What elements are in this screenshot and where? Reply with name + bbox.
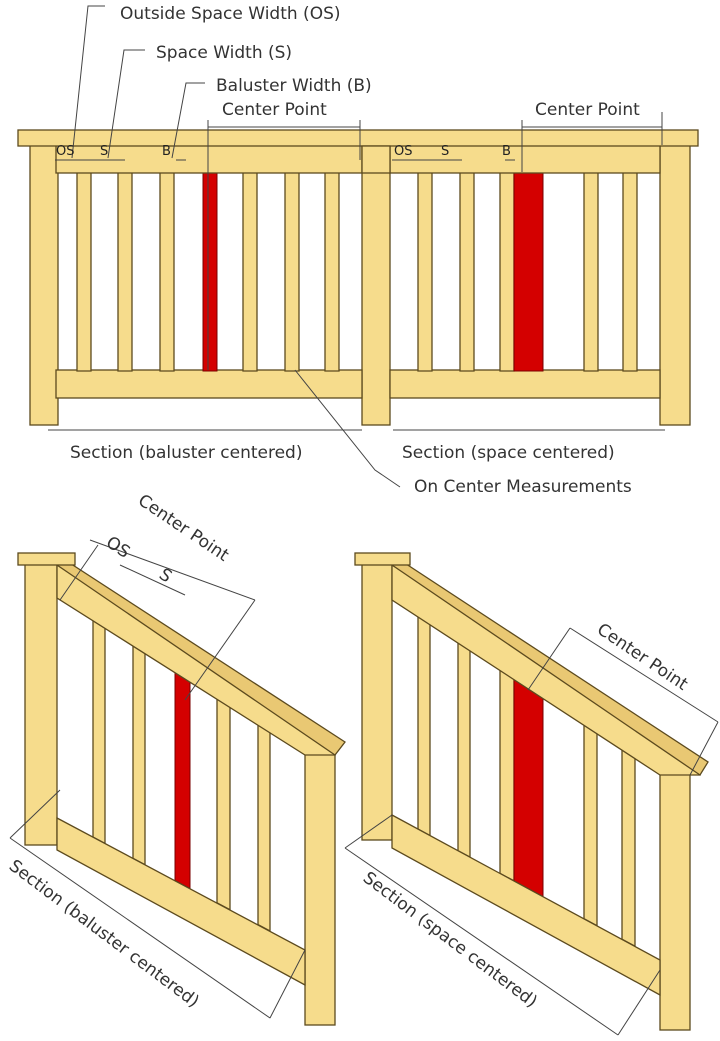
stair-left-post	[361, 559, 393, 841]
highlighted-baluster	[174, 671, 191, 890]
label-s-right: S	[441, 144, 449, 159]
label-b-left: B	[162, 144, 171, 159]
stair-right-post	[304, 744, 336, 1026]
label-center-point-top-right: Center Point	[535, 100, 640, 120]
highlighted-baluster	[202, 171, 218, 372]
stair-railing-space-centered	[354, 552, 709, 1031]
label-center-point-top-left: Center Point	[222, 100, 327, 120]
baluster	[459, 171, 475, 372]
middle-post	[361, 139, 391, 426]
baluster	[324, 171, 340, 372]
stair-bottom-rail	[56, 816, 306, 987]
label-os-stair: OS	[102, 533, 133, 563]
baluster	[417, 171, 433, 372]
baluster	[76, 171, 92, 372]
label-s-left: S	[100, 144, 108, 159]
top-cap	[17, 129, 699, 147]
left-post	[29, 139, 59, 426]
right-post	[659, 139, 691, 426]
baluster	[583, 171, 599, 372]
label-on-center-measurements: On Center Measurements	[414, 477, 632, 497]
level-balusters	[76, 171, 638, 372]
leader-lines	[48, 5, 665, 488]
label-b-right: B	[502, 144, 511, 159]
label-s-stair: S	[155, 565, 175, 588]
top-rail-right	[389, 144, 661, 174]
label-os-right: OS	[394, 144, 412, 159]
highlighted-baluster	[513, 674, 544, 898]
label-space-width: Space Width (S)	[156, 43, 292, 63]
baluster	[417, 614, 431, 837]
highlighted-baluster	[513, 171, 544, 372]
bottom-rail-left	[55, 369, 363, 399]
baluster	[132, 644, 146, 866]
baluster	[457, 639, 471, 859]
stair-dimension-lines	[9, 539, 719, 1036]
level-railing	[17, 129, 699, 426]
label-baluster-width: Baluster Width (B)	[216, 76, 372, 96]
stair-right-post	[659, 754, 691, 1031]
label-section-space-centered: Section (space centered)	[402, 443, 615, 463]
top-rail-left	[55, 144, 363, 174]
label-outside-space-width: Outside Space Width (OS)	[120, 4, 341, 24]
baluster	[159, 171, 175, 372]
baluster	[284, 171, 300, 372]
label-center-point-stair-right: Center Point	[593, 620, 691, 695]
middle-post-top	[361, 145, 391, 174]
label-section-baluster-centered: Section (baluster centered)	[70, 443, 302, 463]
stair-railing-baluster-centered	[17, 552, 346, 1026]
baluster	[622, 171, 638, 372]
label-center-point-stair-left: Center Point	[134, 491, 232, 566]
baluster	[583, 717, 598, 927]
stair-post-cap	[354, 552, 411, 566]
stair-left-post	[24, 559, 58, 846]
stair-bottom-rail	[391, 813, 661, 997]
baluster	[242, 171, 258, 372]
label-os-left: OS	[56, 144, 74, 159]
stair-balusters-left	[92, 619, 271, 932]
bottom-rail-right	[389, 369, 661, 399]
baluster	[621, 741, 636, 948]
baluster	[257, 723, 271, 932]
baluster	[499, 665, 515, 882]
baluster	[499, 171, 515, 372]
baluster	[92, 619, 106, 845]
stair-post-cap	[17, 552, 76, 566]
baluster	[117, 171, 133, 372]
baluster	[216, 697, 231, 911]
